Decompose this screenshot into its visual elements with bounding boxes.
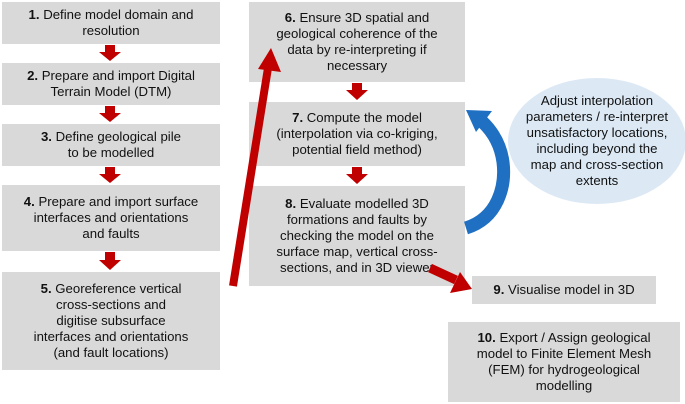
step-6-number: 6.: [284, 10, 296, 25]
step-4-text: Prepare and import surface interfaces an…: [33, 194, 199, 241]
step-4-number: 4.: [23, 194, 35, 209]
arrow-6-to-7: [346, 83, 368, 100]
step-2-box: 2. Prepare and import Digital Terrain Mo…: [2, 63, 220, 105]
step-5-number: 5.: [40, 281, 52, 296]
step-8-number: 8.: [285, 196, 297, 211]
feedback-ellipse: Adjust interpolation parameters / re-int…: [508, 78, 685, 204]
step-8-text: Evaluate modelled 3D formations and faul…: [276, 196, 438, 275]
step-7-text: Compute the model (interpolation via co-…: [276, 110, 438, 157]
step-3-text: Define geological pile to be modelled: [55, 129, 182, 160]
arrow-4-to-5: [99, 252, 121, 270]
step-2-text: Prepare and import Digital Terrain Model…: [41, 68, 195, 99]
step-4-box: 4. Prepare and import surface interfaces…: [2, 185, 220, 251]
step-9-text: Visualise model in 3D: [508, 282, 635, 297]
step-5-text: Georeference vertical cross-sections and…: [33, 281, 189, 360]
arrow-2-to-3: [99, 106, 121, 122]
feedback-text: Adjust interpolation parameters / re-int…: [525, 93, 669, 188]
step-10-box: 10. Export / Assign geological model to …: [448, 322, 680, 402]
arrow-8-to-9-head: [450, 272, 472, 293]
step-3-box: 3. Define geological pile to be modelled: [2, 124, 220, 166]
step-2-number: 2.: [27, 68, 39, 83]
step-7-number: 7.: [292, 110, 304, 125]
step-8-box: 8. Evaluate modelled 3D formations and f…: [249, 186, 465, 286]
arrow-5-to-6-shaft: [229, 67, 272, 287]
feedback-arrow-shaft: [463, 112, 511, 235]
step-10-text: Export / Assign geological model to Fini…: [476, 330, 652, 393]
step-1-text: Define model domain and resolution: [43, 7, 194, 38]
arrow-1-to-2: [99, 45, 121, 61]
step-7-box: 7. Compute the model (interpolation via …: [249, 102, 465, 166]
arrow-7-to-8: [346, 167, 368, 184]
red-arrows: [99, 45, 368, 270]
arrow-8-to-9-shaft: [428, 263, 458, 285]
step-1-box: 1. Define model domain and resolution: [2, 2, 220, 44]
step-3-number: 3.: [40, 129, 52, 144]
step-9-box: 9. Visualise model in 3D: [472, 276, 656, 304]
step-6-text: Ensure 3D spatial and geological coheren…: [276, 10, 438, 73]
arrow-5-to-6-head: [258, 48, 281, 72]
arrow-3-to-4: [99, 167, 121, 183]
feedback-arrow-head: [466, 110, 492, 132]
step-6-box: 6. Ensure 3D spatial and geological cohe…: [249, 2, 465, 82]
step-9-number: 9.: [493, 282, 505, 297]
step-10-number: 10.: [477, 330, 496, 345]
step-1-number: 1.: [28, 7, 40, 22]
step-5-box: 5. Georeference vertical cross-sections …: [2, 272, 220, 370]
